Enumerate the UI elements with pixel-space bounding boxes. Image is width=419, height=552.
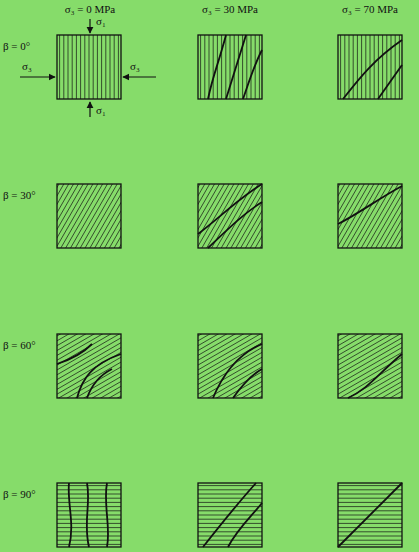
stress-label: σ₃ bbox=[22, 60, 32, 72]
fracture-line bbox=[208, 202, 262, 248]
load-arrow bbox=[123, 76, 156, 77]
row-label: β = 30° bbox=[3, 189, 36, 201]
specimen-square bbox=[12, 292, 166, 439]
row-label: β = 90° bbox=[3, 488, 36, 500]
fracture-line bbox=[77, 354, 121, 398]
specimen-square bbox=[293, 292, 419, 439]
fracture-line bbox=[226, 35, 246, 99]
fracture-line bbox=[213, 344, 262, 398]
fracture-line bbox=[233, 369, 262, 398]
specimen-square bbox=[310, 465, 419, 552]
row-label: β = 60° bbox=[3, 339, 36, 351]
specimen-square bbox=[15, 139, 162, 293]
fracture-line bbox=[57, 344, 92, 364]
fracture-line bbox=[87, 483, 89, 547]
column-heading: σ₃ = 30 MPa bbox=[202, 3, 258, 15]
specimen-square bbox=[296, 139, 419, 293]
load-arrow bbox=[89, 19, 90, 33]
fracture-line bbox=[348, 354, 402, 398]
fracture-line bbox=[338, 483, 402, 547]
fracture-line bbox=[69, 483, 72, 547]
column-heading: σ₃ = 0 MPa bbox=[65, 3, 116, 15]
fracture-line bbox=[228, 503, 262, 547]
specimen-square bbox=[180, 7, 281, 127]
stress-label: σ₁ bbox=[96, 104, 106, 116]
fracture-line bbox=[338, 186, 402, 224]
specimen-square bbox=[170, 465, 290, 552]
load-arrow bbox=[20, 76, 55, 77]
fracture-line bbox=[106, 483, 108, 547]
fracture-line bbox=[378, 65, 402, 99]
stress-label: σ₁ bbox=[96, 15, 106, 27]
row-label: β = 0° bbox=[3, 40, 30, 52]
specimen-square bbox=[156, 139, 303, 293]
specimen-square bbox=[39, 7, 140, 127]
fracture-line bbox=[87, 369, 112, 398]
specimen-square bbox=[153, 292, 307, 439]
fracture-line bbox=[203, 483, 256, 547]
stress-label: σ₃ bbox=[130, 60, 140, 72]
specimen-square bbox=[29, 465, 149, 552]
specimen-square bbox=[320, 7, 419, 127]
column-heading: σ₃ = 70 MPa bbox=[342, 3, 398, 15]
fracture-line bbox=[343, 40, 402, 99]
fracture-line bbox=[208, 35, 226, 99]
load-arrow bbox=[89, 102, 90, 117]
fracture-line bbox=[243, 50, 262, 99]
